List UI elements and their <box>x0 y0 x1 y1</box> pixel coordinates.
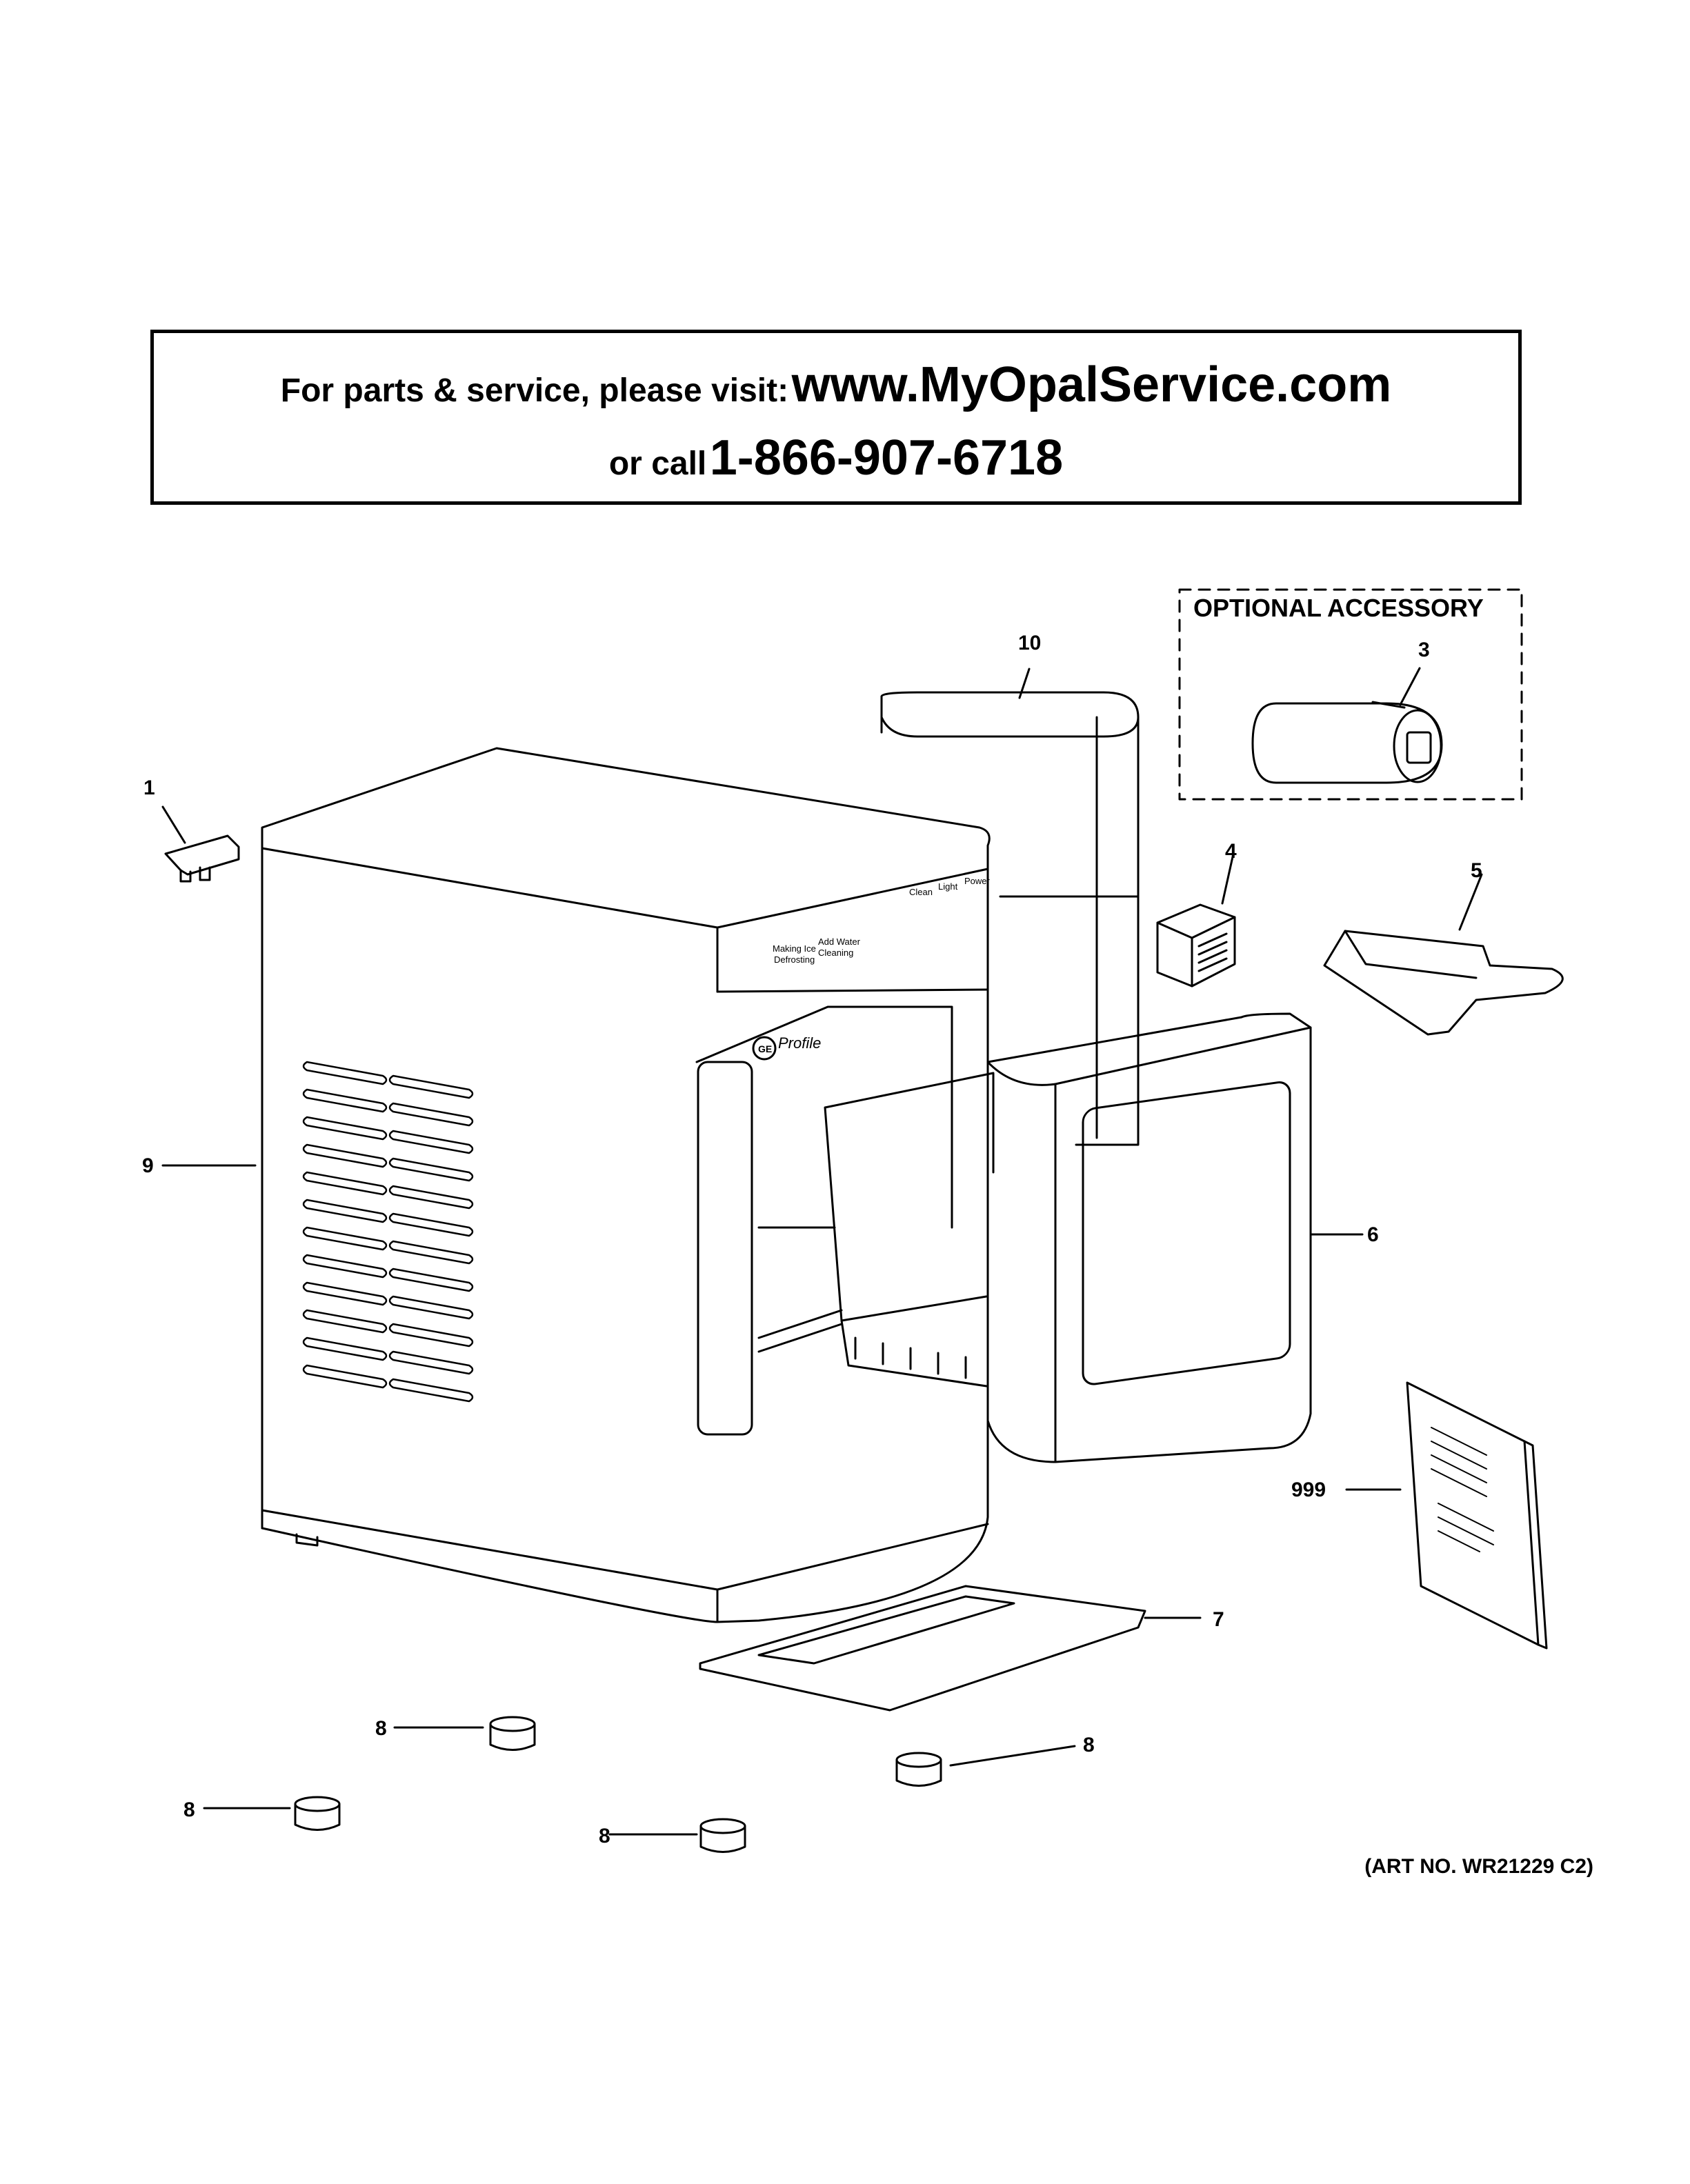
callout-8c: 8 <box>183 1799 195 1821</box>
light-button-label: Light <box>938 881 958 892</box>
owners-manual-part-999[interactable] <box>1406 1381 1548 1650</box>
art-number: (ART NO. WR21229 C2) <box>1364 1855 1593 1878</box>
power-button-label: Power <box>964 876 991 886</box>
callout-10: 10 <box>1018 632 1041 654</box>
callout-999: 999 <box>1291 1479 1326 1501</box>
callout-1: 1 <box>143 777 155 799</box>
holder-part-4[interactable] <box>1156 903 1236 988</box>
ice-scoop-part-5[interactable] <box>1323 930 1564 1036</box>
ge-logo <box>752 1036 777 1061</box>
callout-3: 3 <box>1418 639 1430 661</box>
cleaning-indicator: Cleaning <box>818 948 853 958</box>
banner-call-text: or call <box>608 445 707 482</box>
callout-4: 4 <box>1225 840 1237 863</box>
foot-part-8-a[interactable] <box>489 1716 536 1751</box>
parts-service-banner: For parts & service, please visit: www.M… <box>150 330 1522 505</box>
callout-8a: 8 <box>375 1717 387 1740</box>
banner-visit-text: For parts & service, please visit: <box>280 372 789 409</box>
callout-5: 5 <box>1471 859 1482 882</box>
water-tank-part-10[interactable] <box>880 691 1140 1146</box>
filter-cartridge-part-3[interactable] <box>1251 701 1443 784</box>
foot-part-8-b[interactable] <box>294 1796 341 1831</box>
callout-8d: 8 <box>599 1825 610 1847</box>
ge-logo-text: GE <box>758 1043 772 1054</box>
callout-8b: 8 <box>1083 1734 1095 1756</box>
clip-part-1[interactable] <box>164 834 240 883</box>
service-phone-number[interactable]: 1-866-907-6718 <box>709 430 1064 485</box>
profile-brand-label: Profile <box>778 1034 821 1052</box>
callout-9: 9 <box>142 1154 154 1177</box>
banner-phone-line: or call 1-866-907-6718 <box>154 430 1518 486</box>
clean-button-label: Clean <box>909 887 933 897</box>
foot-part-8-c[interactable] <box>699 1818 746 1853</box>
ice-bin-part-6[interactable] <box>824 1012 1312 1463</box>
making-ice-indicator: Making Ice <box>773 943 816 954</box>
add-water-indicator: Add Water <box>818 936 861 947</box>
drip-tray-part-7[interactable] <box>699 1585 1146 1712</box>
banner-website-line: For parts & service, please visit: www.M… <box>154 357 1518 413</box>
main-unit-housing-part-9[interactable] <box>261 747 991 1623</box>
defrosting-indicator: Defrosting <box>774 954 815 965</box>
service-website-link[interactable]: www.MyOpalService.com <box>791 357 1392 412</box>
foot-part-8-d[interactable] <box>895 1752 942 1787</box>
callout-7: 7 <box>1213 1608 1224 1631</box>
optional-accessory-title: OPTIONAL ACCESSORY <box>1193 594 1484 622</box>
callout-6: 6 <box>1367 1223 1379 1246</box>
optional-accessory-box <box>1178 588 1523 801</box>
leader-lines <box>161 667 1483 1836</box>
